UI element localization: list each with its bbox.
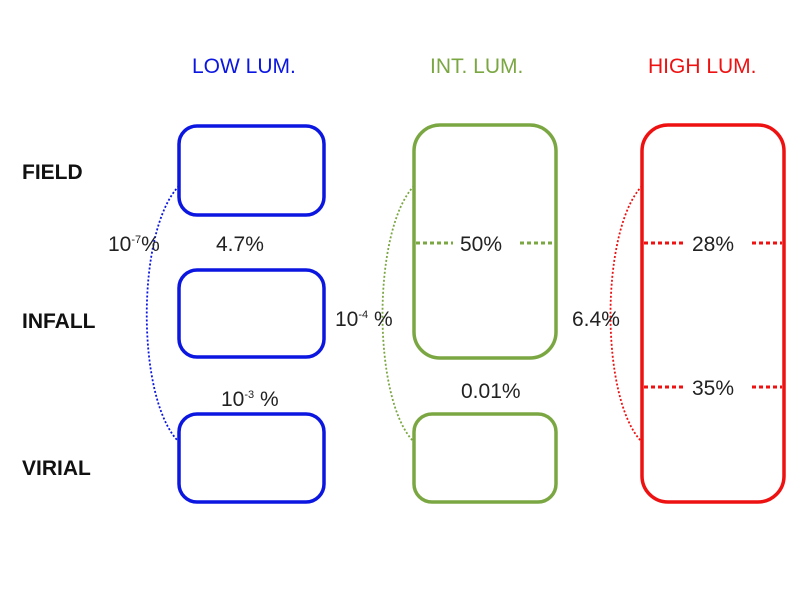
int-field-virial-rate: 10-4 % <box>335 308 393 331</box>
row-label-virial: VIRIAL <box>22 457 91 480</box>
high-field-virial-arc <box>609 185 643 443</box>
header-low-luminosity: LOW LUM. <box>192 55 296 78</box>
int-lower-value: 0.01% <box>461 380 521 403</box>
low-field-infall-rate: 4.7% <box>216 233 264 256</box>
low-infall-box <box>177 268 326 359</box>
row-label-field: FIELD <box>22 161 83 184</box>
int-virial-box <box>412 412 558 504</box>
header-high-luminosity: HIGH LUM. <box>648 55 757 78</box>
low-infall-virial-rate: 10-3 % <box>221 388 279 411</box>
low-virial-box <box>177 412 326 504</box>
int-upper-box <box>412 123 558 360</box>
low-field-virial-arc <box>145 185 180 443</box>
int-upper-value: 50% <box>460 233 503 256</box>
low-field-box <box>177 124 326 217</box>
header-int-luminosity: INT. LUM. <box>430 55 524 78</box>
high-upper-value: 28% <box>692 233 735 256</box>
high-field-virial-rate: 6.4% <box>572 308 620 331</box>
row-label-infall: INFALL <box>22 310 96 333</box>
high-lower-value: 35% <box>692 377 735 400</box>
low-field-virial-rate: 10-7% <box>108 233 160 256</box>
int-field-virial-arc <box>381 185 415 443</box>
high-box <box>640 123 786 504</box>
